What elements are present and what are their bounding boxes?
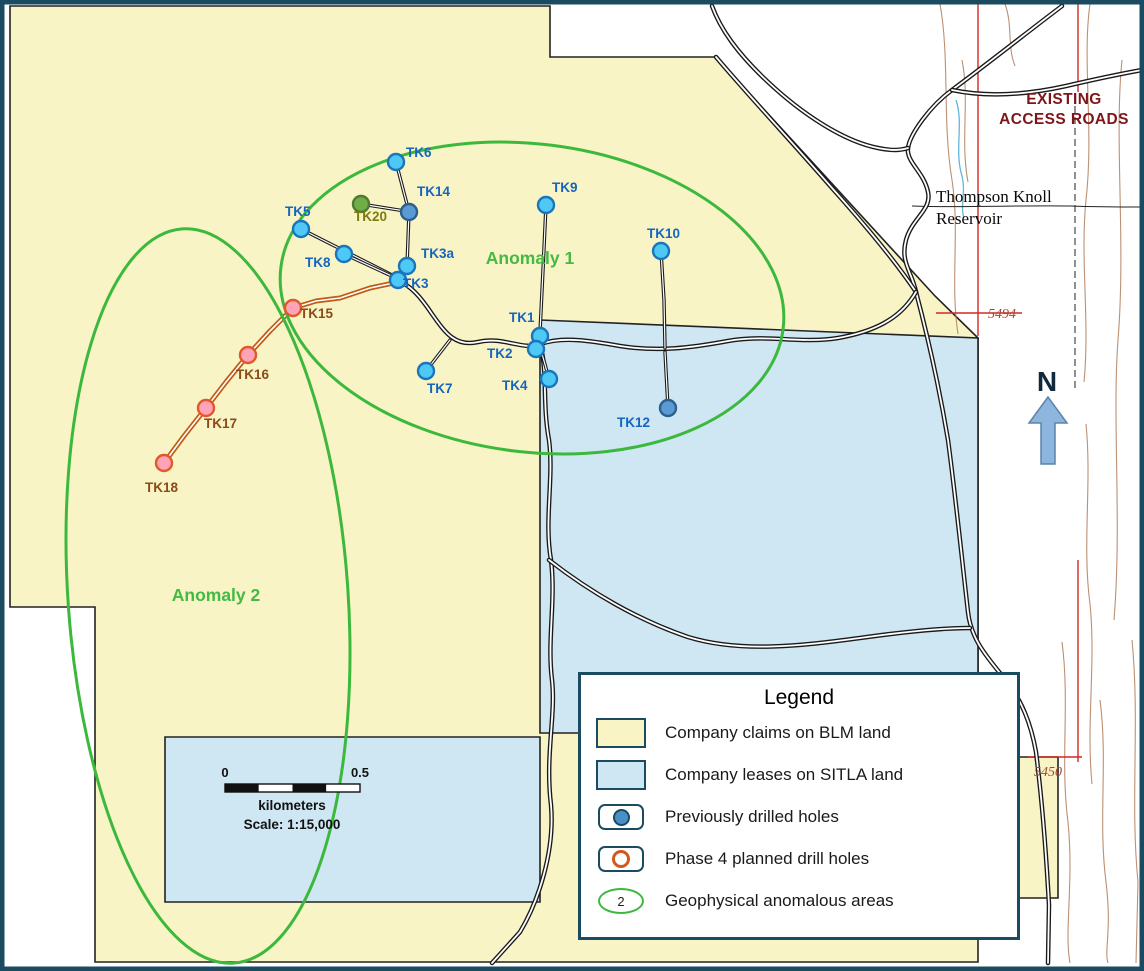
- legend-item-blm-claims: Company claims on BLM land: [581, 712, 1017, 754]
- drill-hole-TK14: [399, 202, 419, 222]
- drill-hole-label-TK3: TK3: [403, 276, 429, 291]
- legend-label-sitla-leases: Company leases on SITLA land: [665, 765, 904, 784]
- north-arrow-icon: [1027, 395, 1069, 465]
- scale-units-label: kilometers: [258, 798, 326, 813]
- drill-hole-TK15: [283, 298, 303, 318]
- drill-hole-TK9: [536, 195, 556, 215]
- drill-hole-label-TK3a: TK3a: [421, 246, 455, 261]
- drill-hole-label-TK9: TK9: [552, 180, 578, 195]
- legend-label-drilled-holes: Previously drilled holes: [665, 807, 839, 826]
- roads-layer: [164, 6, 1142, 963]
- drill-hole-TK16: [238, 345, 258, 365]
- drill-hole-label-TK5: TK5: [285, 204, 311, 219]
- scale-zero-label: 0: [221, 765, 228, 780]
- anomaly-swatch-number: 2: [617, 893, 625, 909]
- drill-hole-TK17: [196, 398, 216, 418]
- drill-hole-label-TK17: TK17: [204, 416, 237, 431]
- drill-hole-label-TK10: TK10: [647, 226, 680, 241]
- anomaly-1-ellipse: [278, 140, 786, 456]
- sitla-leases-swatch: [596, 760, 646, 790]
- drill-hole-label-TK2: TK2: [487, 346, 513, 361]
- access-roads-label-line2: ACCESS ROADS: [999, 111, 1129, 128]
- drill-hole-TK6: [386, 152, 406, 172]
- blm-claims-swatch: [596, 718, 646, 748]
- legend-item-drilled-holes: Previously drilled holes: [581, 796, 1017, 838]
- drill-hole-label-TK4: TK4: [502, 378, 528, 393]
- legend: Legend Company claims on BLM land Compan…: [578, 672, 1020, 940]
- access-roads-label-line1: EXISTING: [1026, 91, 1102, 108]
- map-annotations: EXISTING ACCESS ROADS Thompson Knoll Res…: [936, 91, 1129, 780]
- drilled-holes-swatch: [598, 804, 644, 830]
- drill-hole-label-TK20: TK20: [354, 209, 387, 224]
- reservoir-label-line2: Reservoir: [936, 209, 1002, 228]
- scale-bar: 0 0.5 kilometers Scale: 1:15,000: [221, 765, 369, 832]
- drill-hole-label-TK14: TK14: [417, 184, 451, 199]
- north-label: N: [1037, 366, 1057, 397]
- drilled-hole-dot-icon: [612, 808, 630, 826]
- drill-hole-TK5: [291, 219, 311, 239]
- legend-label-anomalous-areas: Geophysical anomalous areas: [665, 891, 894, 910]
- drill-hole-TK2: [526, 339, 546, 359]
- drill-hole-label-TK16: TK16: [236, 367, 270, 382]
- drill-hole-TK20: [351, 194, 371, 214]
- legend-title: Legend: [763, 686, 835, 709]
- anomaly-2-label: Anomaly 2: [172, 585, 261, 605]
- elevation-label-5494: 5494: [988, 307, 1016, 322]
- section-line: [911, 205, 1143, 208]
- drill-hole-TK4: [539, 369, 559, 389]
- anomaly-2-ellipse: [64, 227, 352, 965]
- legend-item-anomalous-areas: 2 Geophysical anomalous areas: [581, 880, 1017, 922]
- north-arrow: N: [1027, 366, 1069, 465]
- drill-hole-label-TK15: TK15: [300, 306, 334, 321]
- legend-item-planned-holes: Phase 4 planned drill holes: [581, 838, 1017, 880]
- drill-hole-label-TK18: TK18: [145, 480, 179, 495]
- scale-half-label: 0.5: [351, 765, 369, 780]
- anomaly-1-label: Anomaly 1: [486, 248, 575, 268]
- elevation-label-5450: 5450: [1034, 765, 1062, 780]
- drill-hole-TK3: [388, 270, 408, 290]
- drill-hole-TK8: [334, 244, 354, 264]
- drill-hole-TK3a: [397, 256, 417, 276]
- drill-hole-label-TK7: TK7: [427, 381, 453, 396]
- drill-hole-label-TK1: TK1: [509, 310, 535, 325]
- drill-hole-label-TK8: TK8: [305, 255, 331, 270]
- legend-label-planned-holes: Phase 4 planned drill holes: [665, 849, 870, 868]
- drill-hole-TK7: [416, 361, 436, 381]
- anomaly-areas: Anomaly 1 Anomaly 2: [64, 140, 786, 965]
- township-grid: [936, 2, 1082, 762]
- drill-hole-TK12: [658, 398, 678, 418]
- reservoir-label-line1: Thompson Knoll: [936, 187, 1052, 206]
- drill-hole-TK10: [651, 241, 671, 261]
- drill-hole-TK18: [154, 453, 174, 473]
- legend-item-sitla-leases: Company leases on SITLA land: [581, 754, 1017, 796]
- drill-hole-label-TK12: TK12: [617, 415, 650, 430]
- contour-lines: [939, 3, 1139, 964]
- drill-hole-label-TK6: TK6: [406, 145, 432, 160]
- legend-label-blm-claims: Company claims on BLM land: [665, 723, 891, 742]
- sitla-lease-area-south: [164, 736, 541, 903]
- planned-holes-swatch: [598, 846, 644, 872]
- planned-hole-dot-icon: [612, 850, 630, 868]
- anomaly-ellipse-icon: 2: [598, 888, 644, 914]
- scale-ratio-label: Scale: 1:15,000: [244, 817, 341, 832]
- drill-holes-layer: [154, 152, 678, 473]
